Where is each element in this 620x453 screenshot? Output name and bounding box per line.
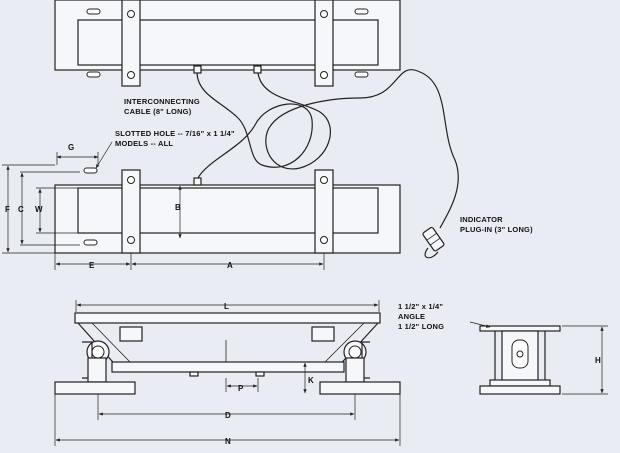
bolt-hole [127,236,135,244]
dim-label-h: H [595,356,601,365]
load-block [311,326,335,342]
cable-connector [193,177,202,186]
bolt-hole [127,176,135,184]
slotted-hole [354,71,369,78]
dim-label-b: B [175,203,181,212]
indicator-label-line1: INDICATOR [460,215,503,224]
interconnecting-label-line1: INTERCONNECTING [124,97,200,106]
bolt-hole [320,176,328,184]
upper-left-bracket [121,0,141,87]
upper-beam [77,19,379,66]
lower-beam [77,187,379,234]
indicator-plug [422,226,445,252]
dim-label-l: L [224,302,229,311]
right-base-pad [319,381,401,395]
cables [196,69,459,259]
bolt-hole [127,71,135,79]
interconnecting-label-line2: CABLE (8" LONG) [124,107,192,116]
plug-lead [424,247,439,259]
side-elevation [54,312,401,395]
right-foot [319,340,401,395]
slotted-hole [83,167,98,174]
plan-dimensions [2,141,325,270]
elevation-dimensions [54,300,401,446]
slotted-hole-label-line1: SLOTTED HOLE -- 7/16" x 1 1/4" [115,129,235,138]
bolt-hole [320,71,328,79]
upper-right-bracket [314,0,334,87]
dim-label-f: F [5,205,10,214]
angle-top [479,325,561,332]
lower-plan-view [54,167,401,254]
end-view [469,321,608,395]
angle-label-line1: 1 1/2" x 1/4" [398,302,443,311]
load-block [119,326,143,342]
left-foot [54,340,136,395]
slotted-hole-label-line2: MODELS -- ALL [115,139,173,148]
cable-connector [193,65,202,74]
indicator-cable [257,69,459,229]
bolt-hole [320,236,328,244]
dim-label-n: N [225,437,231,446]
dim-label-w: W [35,205,43,214]
dim-label-a: A [227,261,233,270]
indicator-label-line2: PLUG-IN (3" LONG) [460,225,533,234]
dim-label-k: K [308,376,314,385]
base-beam [111,361,345,373]
dim-label-p: P [238,384,244,393]
slotted-hole [86,8,101,15]
dim-label-e: E [89,261,95,270]
lower-frame [54,184,401,254]
angle-label-line2: ANGLE [398,312,425,321]
cable-connector [253,65,262,74]
upper-plan-view [54,0,401,87]
slotted-hole [354,8,369,15]
dim-label-c: C [18,205,24,214]
bolt-hole [127,10,135,18]
interconnecting-cable [196,72,313,179]
upper-frame [54,0,401,71]
slotted-hole [86,71,101,78]
angle-label-line3: 1 1/2" LONG [398,322,444,331]
left-base-pad [54,381,136,395]
dim-label-g: G [68,143,74,152]
deck-plate [74,312,381,324]
bolt-hole [320,10,328,18]
end-base-pad [479,385,561,395]
slotted-hole [83,239,98,246]
dim-label-d: D [225,411,231,420]
